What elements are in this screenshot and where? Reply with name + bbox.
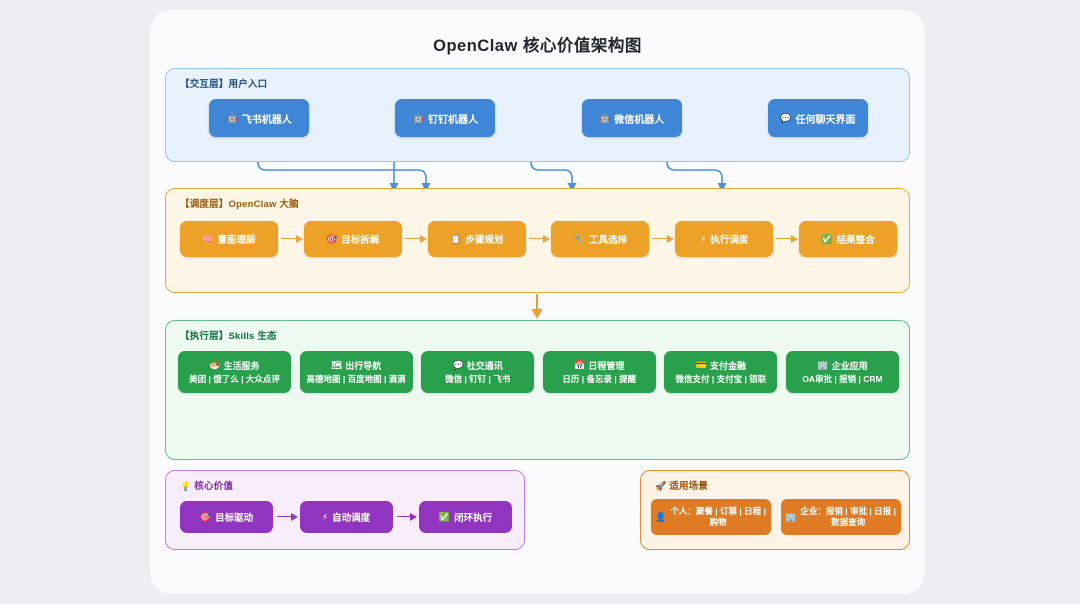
skill-card-row: 🍜 生活服务 美团 | 饿了么 | 大众点评 🗺 出行导航 高德地图 | 百度地… [178,351,899,393]
core-value-row: 🎯 目标驱动 ⚡ 自动调度 ✅ 闭环执行 [180,501,512,533]
office-icon: 🏢 [785,511,797,522]
brain-step-goal-decompose[interactable]: 🎯 目标拆解 [303,221,402,257]
brain-step-label: 步骤规划 [465,235,504,246]
brain-icon: 🧠 [202,233,214,244]
food-icon: 🍜 [209,360,221,370]
core-value-auto-dispatch[interactable]: ⚡ 自动调度 [299,501,393,533]
wrench-icon: 🔧 [573,233,585,244]
entry-button-row: 🤖 飞书机器人 🤖 钉钉机器人 🤖 微信机器人 💬 任何聊天界面 [166,99,911,137]
brain-step-label: 意图理解 [217,235,256,246]
building-icon: 🏢 [817,360,829,370]
diagram-canvas: OpenClaw 核心价值架构图 【交互层】用户入口 🤖 飞书机器人 [150,10,925,594]
entry-button-label: 飞书机器人 [241,114,292,126]
scenario-card-enterprise[interactable]: 🏢 企业：报销 | 审批 | 日报 | 数据查询 [781,499,901,535]
brain-step-label: 执行调度 [710,235,749,246]
scenario-card-row: 👤 个人：聚餐 | 订票 | 日程 | 购物 🏢 企业：报销 | 审批 | 日报… [651,499,901,535]
entry-button-label: 钉钉机器人 [427,114,478,126]
card-icon: 💳 [695,360,707,370]
skill-card-subtitle: 微信支付 | 支付宝 | 银联 [675,374,767,384]
skill-card-subtitle: 美团 | 饿了么 | 大众点评 [189,374,280,384]
map-icon: 🗺 [330,360,343,370]
arrow-icon [774,234,798,244]
skill-card-enterprise[interactable]: 🏢 企业应用 OA审批 | 报销 | CRM [785,351,899,393]
core-value-label: 闭环执行 [454,513,493,524]
layer-core-values: 💡 核心价值 🎯 目标驱动 ⚡ 自动调度 ✅ 闭环执行 [165,470,525,550]
brain-step-row: 🧠 意图理解 🎯 目标拆解 📋 步骤规划 🔧 工具选择 ⚡ 执行调度 [180,221,897,257]
core-value-label: 目标驱动 [215,513,254,524]
check-icon: ✅ [821,233,833,244]
layer-brain: 【调度层】OpenClaw 大脑 🧠 意图理解 🎯 目标拆解 📋 步骤规划 🔧 … [165,188,910,293]
layer-interaction: 【交互层】用户入口 🤖 飞书机器人 🤖 钉钉机器人 🤖 微信机器人 💬 任何聊天… [165,68,910,162]
brain-step-result-merge[interactable]: ✅ 结果整合 [798,221,897,257]
skill-card-subtitle: 日历 | 备忘录 | 提醒 [562,374,637,384]
clipboard-icon: 📋 [449,233,462,244]
speech-bubble-icon: 💬 [780,112,792,123]
layer-core-values-label: 💡 核心价值 [180,481,234,492]
layer-skills: 【执行层】Skills 生态 🍜 生活服务 美团 | 饿了么 | 大众点评 🗺 … [165,320,910,460]
robot-icon: 🤖 [599,112,611,123]
calendar-icon: 📅 [574,360,586,370]
skill-card-social[interactable]: 💬 社交通讯 微信 | 钉钉 | 飞书 [421,351,535,393]
entry-button-label: 任何聊天界面 [795,114,856,126]
brain-step-tool-select[interactable]: 🔧 工具选择 [551,221,650,257]
brain-step-label: 工具选择 [588,235,627,246]
scenario-card-personal[interactable]: 👤 个人：聚餐 | 订票 | 日程 | 购物 [651,499,771,535]
skill-card-life-services[interactable]: 🍜 生活服务 美团 | 饿了么 | 大众点评 [178,351,291,393]
skill-card-schedule[interactable]: 📅 日程管理 日历 | 备忘录 | 提醒 [542,351,656,393]
person-icon: 👤 [655,511,667,522]
page-title: OpenClaw 核心价值架构图 [433,37,642,55]
scenario-card-label: 企业：报销 | 审批 | 日报 | 数据查询 [800,506,896,527]
arrow-icon [279,234,303,244]
skill-card-navigation[interactable]: 🗺 出行导航 高德地图 | 百度地图 | 滴滴 [299,351,413,393]
core-value-goal-driven[interactable]: 🎯 目标驱动 [180,501,273,533]
layer-interaction-label: 【交互层】用户入口 [180,79,268,90]
skill-card-title: 🏢 企业应用 [817,360,868,372]
skill-card-subtitle: 高德地图 | 百度地图 | 滴滴 [306,374,406,384]
entry-button-label: 微信机器人 [614,114,665,126]
arrow-icon [527,234,551,244]
skill-card-subtitle: OA审批 | 报销 | CRM [802,374,883,384]
skill-card-title: 💬 社交通讯 [452,360,503,372]
entry-button-feishu[interactable]: 🤖 飞书机器人 [209,99,310,137]
arrow-icon [650,234,674,244]
brain-step-planning[interactable]: 📋 步骤规划 [427,221,526,257]
scenario-card-label: 个人：聚餐 | 订票 | 日程 | 购物 [670,506,766,527]
chat-icon: 💬 [452,360,464,370]
arrow-icon [395,512,418,522]
brain-step-label: 结果整合 [836,235,875,246]
entry-button-any-chat[interactable]: 💬 任何聊天界面 [767,99,868,137]
target-icon: 🎯 [326,233,338,244]
layer-brain-label: 【调度层】OpenClaw 大脑 [180,199,299,210]
robot-icon: 🤖 [226,112,238,123]
layer-skills-label: 【执行层】Skills 生态 [180,331,277,342]
brain-step-execution[interactable]: ⚡ 执行调度 [675,221,774,257]
core-value-closed-loop[interactable]: ✅ 闭环执行 [419,501,512,533]
arrow-icon [403,234,427,244]
skill-card-payment[interactable]: 💳 支付金融 微信支付 | 支付宝 | 银联 [664,351,778,393]
skill-card-title: 📅 日程管理 [574,360,625,372]
skill-card-title: 🍜 生活服务 [209,360,260,372]
core-value-label: 自动调度 [332,513,371,524]
brain-step-label: 目标拆解 [341,235,380,246]
layer-scenarios-label: 🚀 适用场景 [655,481,709,492]
target-icon: 🎯 [199,511,212,522]
skill-card-title: 🗺 出行导航 [330,360,382,372]
entry-button-dingtalk[interactable]: 🤖 钉钉机器人 [395,99,496,137]
check-icon: ✅ [438,511,451,522]
brain-step-intent[interactable]: 🧠 意图理解 [180,221,278,257]
skill-card-subtitle: 微信 | 钉钉 | 飞书 [445,374,511,384]
sparkle-icon: ⚡ [700,233,707,244]
robot-icon: 🤖 [412,112,424,123]
arrow-icon [275,512,298,522]
bolt-icon: ⚡ [321,511,329,522]
rocket-icon: 🚀 [655,481,667,491]
layer-scenarios: 🚀 适用场景 👤 个人：聚餐 | 订票 | 日程 | 购物 🏢 企业：报销 | … [640,470,910,550]
entry-button-wechat[interactable]: 🤖 微信机器人 [581,99,682,137]
lightbulb-icon: 💡 [180,481,192,491]
skill-card-title: 💳 支付金融 [695,360,746,372]
